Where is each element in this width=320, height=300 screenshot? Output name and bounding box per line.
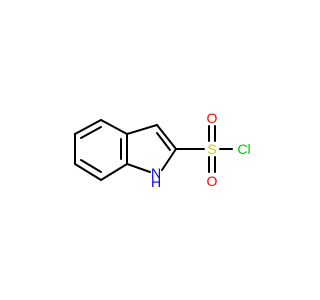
chlorine-atom-label: Cl [237, 141, 250, 157]
double-bond-c6-c7-inner [80, 159, 102, 173]
bond-n1-c7a [126, 163, 151, 173]
background [0, 0, 300, 300]
pyrrole-ring [126, 124, 177, 173]
bond-c7-c7a [100, 163, 128, 181]
benzene-ring [74, 119, 128, 181]
nitrogen-hydrogen-label: H [151, 174, 161, 190]
double-bond-c4-c5-inner [80, 126, 102, 139]
double-bond-c3-c2-inner [156, 132, 171, 151]
indole-2-sulfonyl-chloride-structure: S O O Cl N H [0, 0, 300, 300]
bond-c3a-c3 [126, 124, 158, 135]
bond-c3a-c4 [100, 119, 128, 135]
bond-c6-c7 [74, 163, 102, 181]
bond-c4-c5 [74, 119, 102, 135]
nitrogen-atom-label: N [151, 165, 161, 181]
oxygen-bottom-atom-label: O [207, 173, 218, 189]
sulfonyl-chloride-group [175, 125, 233, 173]
bond-c2-n1 [161, 148, 177, 171]
oxygen-top-atom-label: O [207, 110, 218, 126]
bond-c3-c2 [156, 124, 177, 150]
sulfur-atom-label: S [207, 141, 216, 157]
